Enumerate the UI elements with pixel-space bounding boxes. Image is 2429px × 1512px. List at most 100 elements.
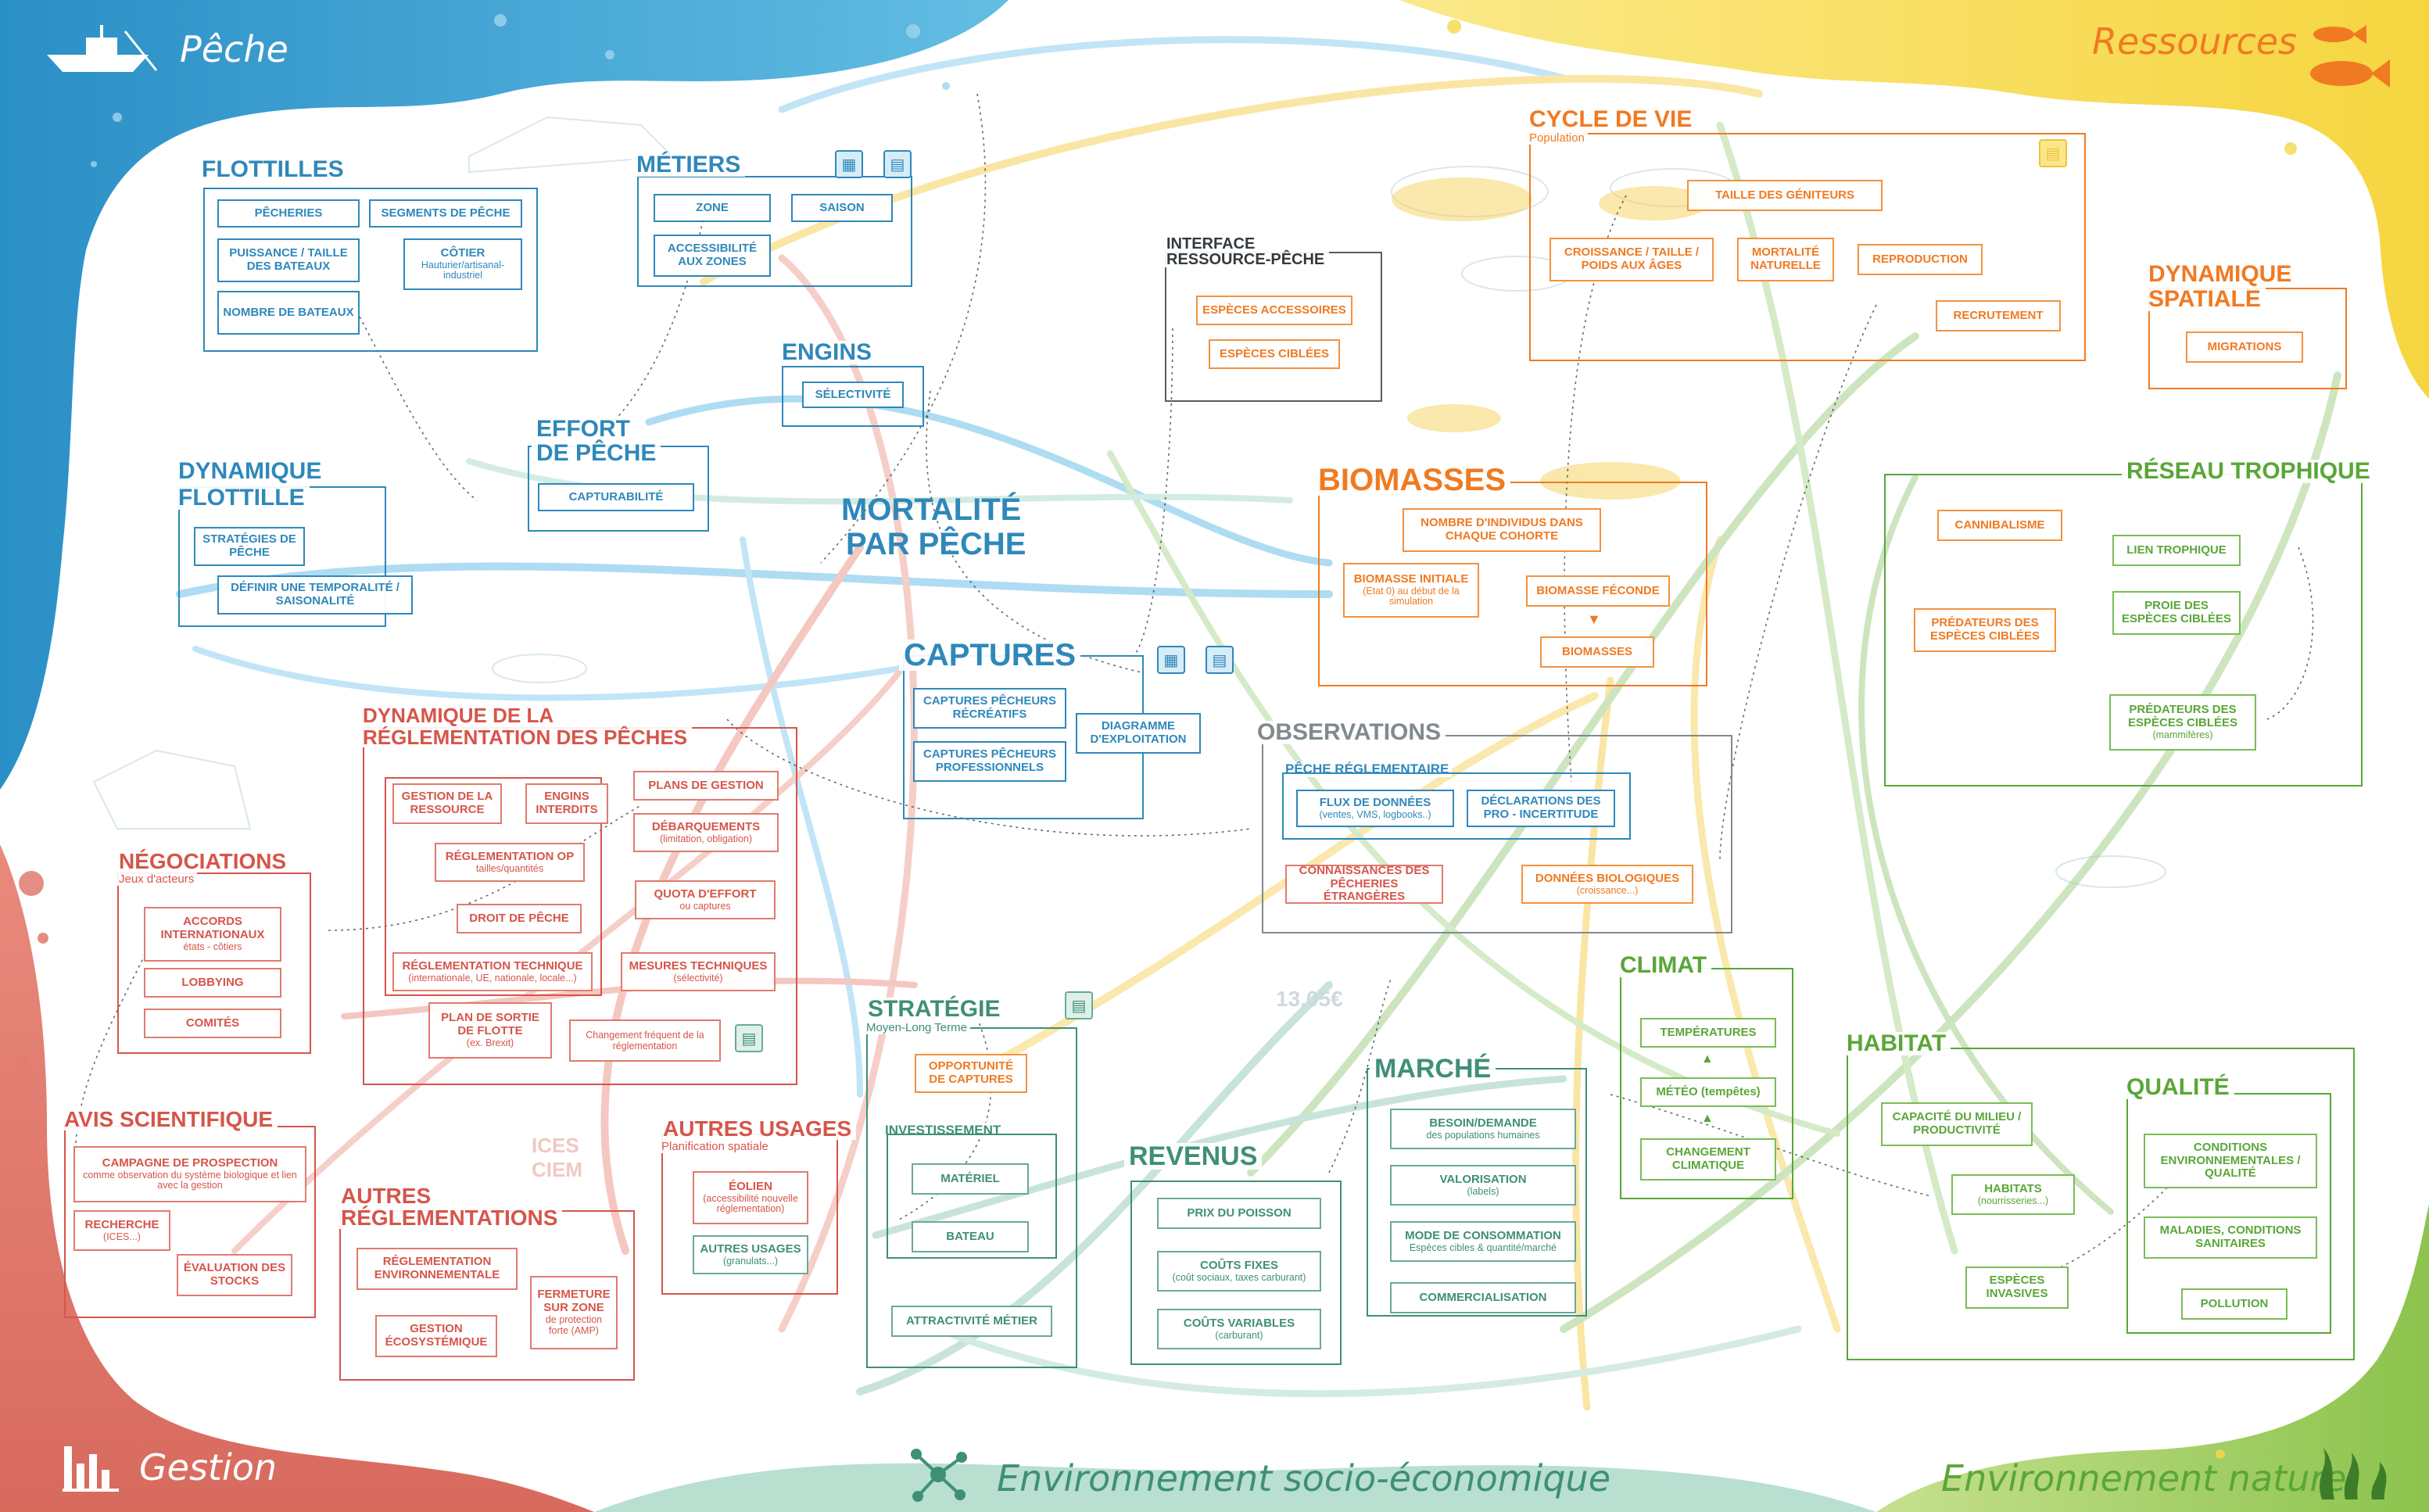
item-reglementation-environnementale[interactable]: RÉGLEMENTATION ENVIRONNEMENTALE bbox=[356, 1248, 518, 1290]
document-icon[interactable]: ▤ bbox=[1065, 991, 1093, 1019]
section-dyn-reg-inner bbox=[385, 777, 602, 996]
map-icon[interactable]: ▦ bbox=[1157, 646, 1185, 674]
item-recrutement[interactable]: RECRUTEMENT bbox=[1936, 300, 2061, 331]
item-commercialisation[interactable]: COMMERCIALISATION bbox=[1390, 1282, 1576, 1313]
item-biomasse-feconde[interactable]: BIOMASSE FÉCONDE bbox=[1526, 575, 1670, 607]
item-comites[interactable]: COMITÉS bbox=[144, 1009, 281, 1038]
item-prix-poisson[interactable]: PRIX DU POISSON bbox=[1157, 1198, 1321, 1229]
item-pecheries[interactable]: PÊCHERIES bbox=[217, 199, 360, 228]
item-segments-peche[interactable]: SEGMENTS DE PÊCHE bbox=[369, 199, 522, 228]
item-reglementation-technique[interactable]: RÉGLEMENTATION TECHNIQUE (internationale… bbox=[392, 952, 593, 991]
item-materiel[interactable]: MATÉRIEL bbox=[912, 1163, 1029, 1195]
item-pollution[interactable]: POLLUTION bbox=[2181, 1288, 2287, 1320]
item-changement-reglementation[interactable]: Changement fréquent de la réglementation bbox=[569, 1019, 721, 1062]
item-capacite-milieu[interactable]: CAPACITÉ DU MILIEU / PRODUCTIVITÉ bbox=[1881, 1102, 2033, 1146]
item-nombre-individus[interactable]: NOMBRE D'INDIVIDUS DANS CHAQUE COHORTE bbox=[1403, 508, 1601, 552]
item-predateurs-mammiferes[interactable]: PRÉDATEURS DES ESPÈCES CIBLÉES (mammifèr… bbox=[2109, 694, 2256, 751]
boat-icon bbox=[47, 25, 158, 72]
item-captures-recreatifs[interactable]: CAPTURES PÊCHEURS RÉCRÉATIFS bbox=[913, 688, 1066, 729]
dynamique-flottille-title-line2: FLOTTILLE bbox=[174, 486, 310, 510]
item-cotier[interactable]: CÔTIER Hauturier/artisanal-industriel bbox=[403, 238, 522, 290]
item-selectivite[interactable]: SÉLECTIVITÉ bbox=[802, 382, 904, 408]
item-lobbying[interactable]: LOBBYING bbox=[144, 968, 281, 998]
item-especes-ciblees[interactable]: ESPÈCES CIBLÉES bbox=[1209, 339, 1340, 369]
item-cannibalisme[interactable]: CANNIBALISME bbox=[1937, 510, 2062, 541]
item-temporalite[interactable]: DÉFINIR UNE TEMPORALITÉ / SAISONALITÉ bbox=[217, 575, 413, 614]
item-maladies[interactable]: MALADIES, CONDITIONS SANITAIRES bbox=[2144, 1216, 2317, 1259]
item-strategies-peche[interactable]: STRATÉGIES DE PÊCHE bbox=[194, 527, 305, 566]
item-mortalite-naturelle[interactable]: MORTALITÉ NATURELLE bbox=[1737, 238, 1834, 281]
section-negociations bbox=[117, 872, 311, 1054]
item-declarations-pro[interactable]: DÉCLARATIONS DES PRO - INCERTITUDE bbox=[1467, 790, 1615, 827]
item-couts-fixes[interactable]: COÛTS FIXES (coût sociaux, taxes carbura… bbox=[1157, 1251, 1321, 1292]
item-especes-invasives[interactable]: ESPÈCES INVASIVES bbox=[1965, 1267, 2069, 1309]
item-campagne-prospection[interactable]: CAMPAGNE DE PROSPECTION comme observatio… bbox=[73, 1146, 306, 1202]
item-autres-usages[interactable]: AUTRES USAGES (granulats...) bbox=[693, 1235, 808, 1274]
couts-variables-label: COÛTS VARIABLES bbox=[1183, 1316, 1295, 1330]
corner-label-ressources: Ressources bbox=[2092, 20, 2297, 63]
item-couts-variables[interactable]: COÛTS VARIABLES (carburant) bbox=[1157, 1309, 1321, 1349]
item-droit-peche[interactable]: DROIT DE PÊCHE bbox=[457, 904, 582, 933]
item-besoin-demande[interactable]: BESOIN/DEMANDE des populations humaines bbox=[1390, 1109, 1576, 1149]
item-puissance-bateaux[interactable]: PUISSANCE / TAILLE DES BATEAUX bbox=[217, 238, 360, 282]
document-icon[interactable]: ▤ bbox=[735, 1024, 763, 1052]
item-nombre-bateaux[interactable]: NOMBRE DE BATEAUX bbox=[217, 291, 360, 335]
item-conditions-environnementales[interactable]: CONDITIONS ENVIRONNEMENTALES / QUALITÉ bbox=[2144, 1134, 2317, 1188]
item-biomasses[interactable]: BIOMASSES bbox=[1540, 636, 1654, 668]
engins-title: ENGINS bbox=[777, 341, 877, 364]
item-reproduction[interactable]: REPRODUCTION bbox=[1858, 244, 1983, 275]
item-diagramme-exploitation[interactable]: DIAGRAMME D'EXPLOITATION bbox=[1076, 713, 1201, 754]
item-mode-consommation[interactable]: MODE DE CONSOMMATION Espèces cibles & qu… bbox=[1390, 1221, 1576, 1262]
reglementation-technique-note: (internationale, UE, nationale, locale..… bbox=[408, 972, 577, 984]
document-icon[interactable]: ▤ bbox=[2039, 139, 2067, 167]
item-evaluation-stocks[interactable]: ÉVALUATION DES STOCKS bbox=[177, 1254, 292, 1296]
item-plan-sortie-flotte[interactable]: PLAN DE SORTIE DE FLOTTE (ex. Brexit) bbox=[428, 1002, 552, 1059]
document-icon[interactable]: ▤ bbox=[1206, 646, 1234, 674]
item-accords-internationaux[interactable]: ACCORDS INTERNATIONAUX états - côtiers bbox=[144, 907, 281, 962]
item-gestion-ecosystemique[interactable]: GESTION ÉCOSYSTÉMIQUE bbox=[375, 1315, 497, 1357]
item-meteo[interactable]: MÉTÉO (tempêtes) bbox=[1640, 1077, 1776, 1107]
item-croissance[interactable]: CROISSANCE / TAILLE / POIDS AUX ÂGES bbox=[1549, 238, 1714, 281]
item-debarquements[interactable]: DÉBARQUEMENTS (limitation, obligation) bbox=[633, 813, 779, 852]
item-bateau[interactable]: BATEAU bbox=[912, 1221, 1029, 1252]
item-plans-gestion[interactable]: PLANS DE GESTION bbox=[633, 771, 779, 801]
item-temperatures[interactable]: TEMPÉRATURES bbox=[1640, 1018, 1776, 1048]
item-opportunite-captures[interactable]: OPPORTUNITÉ DE CAPTURES bbox=[915, 1054, 1027, 1093]
item-changement-climatique[interactable]: CHANGEMENT CLIMATIQUE bbox=[1640, 1138, 1776, 1181]
item-mesures-techniques[interactable]: MESURES TECHNIQUES (sélectivité) bbox=[621, 952, 776, 991]
item-gestion-ressource[interactable]: GESTION DE LA RESSOURCE bbox=[392, 783, 502, 824]
item-engins-interdits[interactable]: ENGINS INTERDITS bbox=[525, 783, 608, 824]
item-proie-especes-ciblees[interactable]: PROIE DES ESPÈCES CIBLÉES bbox=[2112, 591, 2241, 635]
network-icon bbox=[911, 1449, 967, 1502]
item-migrations[interactable]: MIGRATIONS bbox=[2186, 331, 2303, 363]
item-recherche[interactable]: RECHERCHE (ICES...) bbox=[73, 1210, 170, 1251]
predateurs-mammiferes-label: PRÉDATEURS DES ESPÈCES CIBLÉES bbox=[2127, 703, 2238, 730]
item-taille-geniteurs[interactable]: TAILLE DES GÉNITEURS bbox=[1687, 180, 1883, 211]
item-eolien[interactable]: ÉOLIEN (accessibilité nouvelle réglement… bbox=[693, 1171, 808, 1224]
decor-bubbles bbox=[91, 14, 950, 167]
item-captures-professionnels[interactable]: CAPTURES PÊCHEURS PROFESSIONNELS bbox=[913, 741, 1066, 782]
item-attractivite-metier[interactable]: ATTRACTIVITÉ MÉTIER bbox=[891, 1306, 1052, 1337]
item-capturabilite[interactable]: CAPTURABILITÉ bbox=[538, 483, 694, 511]
item-donnees-biologiques[interactable]: DONNÉES BIOLOGIQUES (croissance...) bbox=[1521, 865, 1693, 904]
flux-donnees-label: FLUX DE DONNÉES bbox=[1319, 795, 1431, 809]
item-flux-donnees[interactable]: FLUX DE DONNÉES (ventes, VMS, logbooks..… bbox=[1296, 790, 1454, 827]
map-icon[interactable]: ▦ bbox=[835, 150, 863, 178]
item-accessibilite-zones[interactable]: ACCESSIBILITÉ AUX ZONES bbox=[654, 235, 771, 277]
item-saison[interactable]: SAISON bbox=[791, 194, 893, 222]
item-habitats[interactable]: HABITATS (nourrisseries...) bbox=[1951, 1174, 2075, 1215]
fermeture-label: FERMETURE SUR ZONE bbox=[537, 1288, 611, 1315]
item-valorisation[interactable]: VALORISATION (labels) bbox=[1390, 1165, 1576, 1206]
item-zone[interactable]: ZONE bbox=[654, 194, 771, 222]
item-reglementation-op[interactable]: RÉGLEMENTATION OP tailles/quantités bbox=[435, 843, 585, 882]
item-biomasse-initiale[interactable]: BIOMASSE INITIALE (Etat 0) au début de l… bbox=[1343, 563, 1479, 618]
item-fermeture-zone[interactable]: FERMETURE SUR ZONE de protection forte (… bbox=[530, 1276, 618, 1349]
habitats-note: (nourrisseries...) bbox=[1977, 1195, 2049, 1206]
link-yellow bbox=[1690, 536, 1841, 1333]
item-lien-trophique[interactable]: LIEN TROPHIQUE bbox=[2112, 535, 2241, 566]
item-especes-accessoires[interactable]: ESPÈCES ACCESSOIRES bbox=[1196, 296, 1352, 325]
item-quota-effort[interactable]: QUOTA D'EFFORT ou captures bbox=[635, 880, 776, 919]
item-connaissances-pecheries-etrangeres[interactable]: CONNAISSANCES DES PÊCHERIES ÉTRANGÈRES bbox=[1285, 864, 1443, 904]
document-icon[interactable]: ▤ bbox=[883, 150, 912, 178]
item-predateurs-especes-ciblees[interactable]: PRÉDATEURS DES ESPÈCES CIBLÉES bbox=[1914, 608, 2056, 652]
